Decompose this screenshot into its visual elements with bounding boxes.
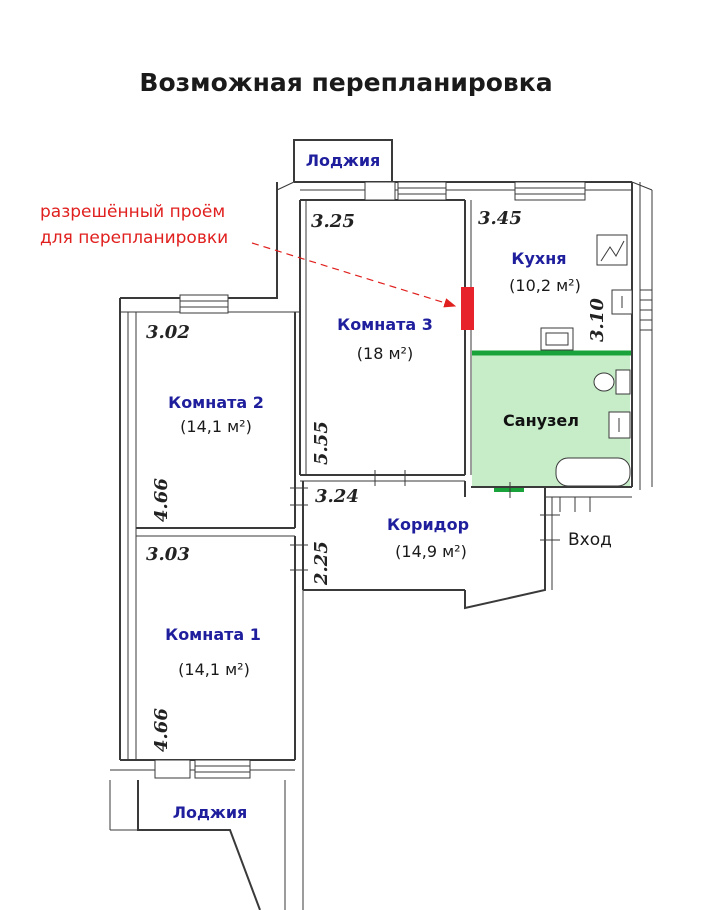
dim-kitchen-width: 3.45 — [478, 208, 522, 229]
door-marks — [290, 470, 591, 571]
dim-room3-height: 5.55 — [311, 421, 332, 465]
loggia-bottom-label: Лоджия — [173, 803, 248, 822]
dim-room2-width: 3.02 — [146, 322, 190, 343]
dim-room1-height: 4.66 — [151, 708, 172, 752]
room3-area: (18 м²) — [357, 344, 413, 363]
kitchen-label: Кухня — [511, 249, 566, 268]
corridor-area: (14,9 м²) — [395, 542, 467, 561]
stove-icon-mark — [600, 240, 625, 262]
entrance-label: Вход — [568, 530, 612, 550]
permitted-opening — [461, 287, 474, 330]
fixtures — [540, 234, 633, 487]
windows — [154, 181, 652, 779]
room3-label: Комната 3 — [337, 315, 433, 334]
dim-room1-width: 3.03 — [146, 544, 190, 565]
dim-corridor-width: 3.24 — [315, 486, 359, 507]
dim-room3-width: 3.25 — [311, 211, 355, 232]
room1-area: (14,1 м²) — [178, 660, 250, 679]
opening-note-line1: разрешённый проём — [40, 202, 225, 222]
bathroom-label: Санузел — [503, 411, 579, 430]
room2-label: Комната 2 — [168, 393, 264, 412]
bathtub-icon — [555, 457, 631, 487]
dim-room2-height: 4.66 — [151, 478, 172, 522]
room2-area: (14,1 м²) — [180, 417, 252, 436]
opening-note-line2: для перепланировки — [40, 228, 228, 248]
room1-label: Комната 1 — [165, 625, 261, 644]
corridor-label: Коридор — [387, 515, 469, 534]
dim-corridor-height: 2.25 — [311, 541, 332, 586]
note-arrow — [251, 242, 457, 308]
toilet-icon — [593, 372, 615, 392]
walls — [109, 139, 653, 910]
page-title: Возможная перепланировка — [139, 68, 552, 97]
loggia-top-label: Лоджия — [306, 151, 381, 170]
kitchen-area: (10,2 м²) — [509, 276, 581, 295]
dim-kitchen-height: 3.10 — [587, 298, 608, 342]
